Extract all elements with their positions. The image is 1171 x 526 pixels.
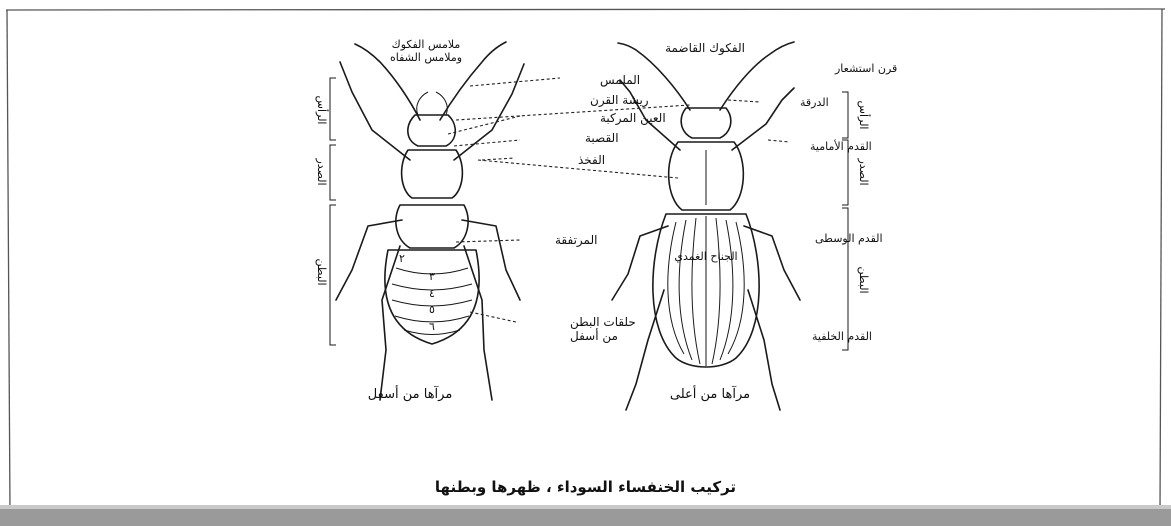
- ventral-beetle: [336, 42, 524, 400]
- region-abdomen-right: البطن: [857, 266, 870, 293]
- region-head-left: الرأس: [315, 96, 329, 125]
- left-brackets: [330, 78, 336, 345]
- page-frame: [0, 9, 1171, 526]
- segment-number: ٣: [429, 270, 435, 283]
- label-femur: الفخذ: [578, 153, 605, 167]
- right-brackets: [842, 92, 848, 350]
- segment-number: ٥: [429, 303, 435, 316]
- label-coxa: المرتفقة: [555, 233, 597, 248]
- label-labrum: الملمس: [600, 73, 640, 88]
- label-tibia: القصبة: [585, 131, 619, 145]
- label-midleg: القدم الوسطى: [815, 232, 883, 245]
- region-head-right: الرأس: [857, 101, 871, 130]
- region-thorax-right: الصدر: [857, 157, 870, 185]
- label-foreleg: القدم الأمامية: [810, 139, 872, 153]
- segment-number: ٢: [399, 252, 405, 265]
- region-thorax-left: الصدر: [315, 157, 328, 185]
- label-mandibles: الفكوك القاضمة: [665, 41, 745, 56]
- right-region-labels: الرأس الصدر البطن: [857, 101, 871, 294]
- label-elytra: الجناح الغمدي: [674, 250, 737, 263]
- dorsal-view-title: مرآها من أعلى: [670, 385, 750, 402]
- figure-caption: تركيب الخنفساء السوداء ، ظهرها وبطنها: [0, 478, 1171, 496]
- left-region-labels: الرأس الصدر البطن: [315, 96, 329, 286]
- label-compound-eye: العين المركبة: [600, 111, 666, 126]
- region-abdomen-left: البطن: [315, 258, 328, 285]
- segment-number: ٦: [429, 320, 435, 333]
- segment-number: ٤: [429, 287, 435, 300]
- label-antenna: قرن استشعار: [834, 62, 897, 75]
- label-hindleg: القدم الخلفية: [812, 330, 872, 343]
- label-head-shield: الدرقة: [800, 96, 829, 109]
- label-clypeus: ريشة القرن: [590, 93, 649, 108]
- ventral-view-title: مرآها من أسفل: [368, 385, 453, 402]
